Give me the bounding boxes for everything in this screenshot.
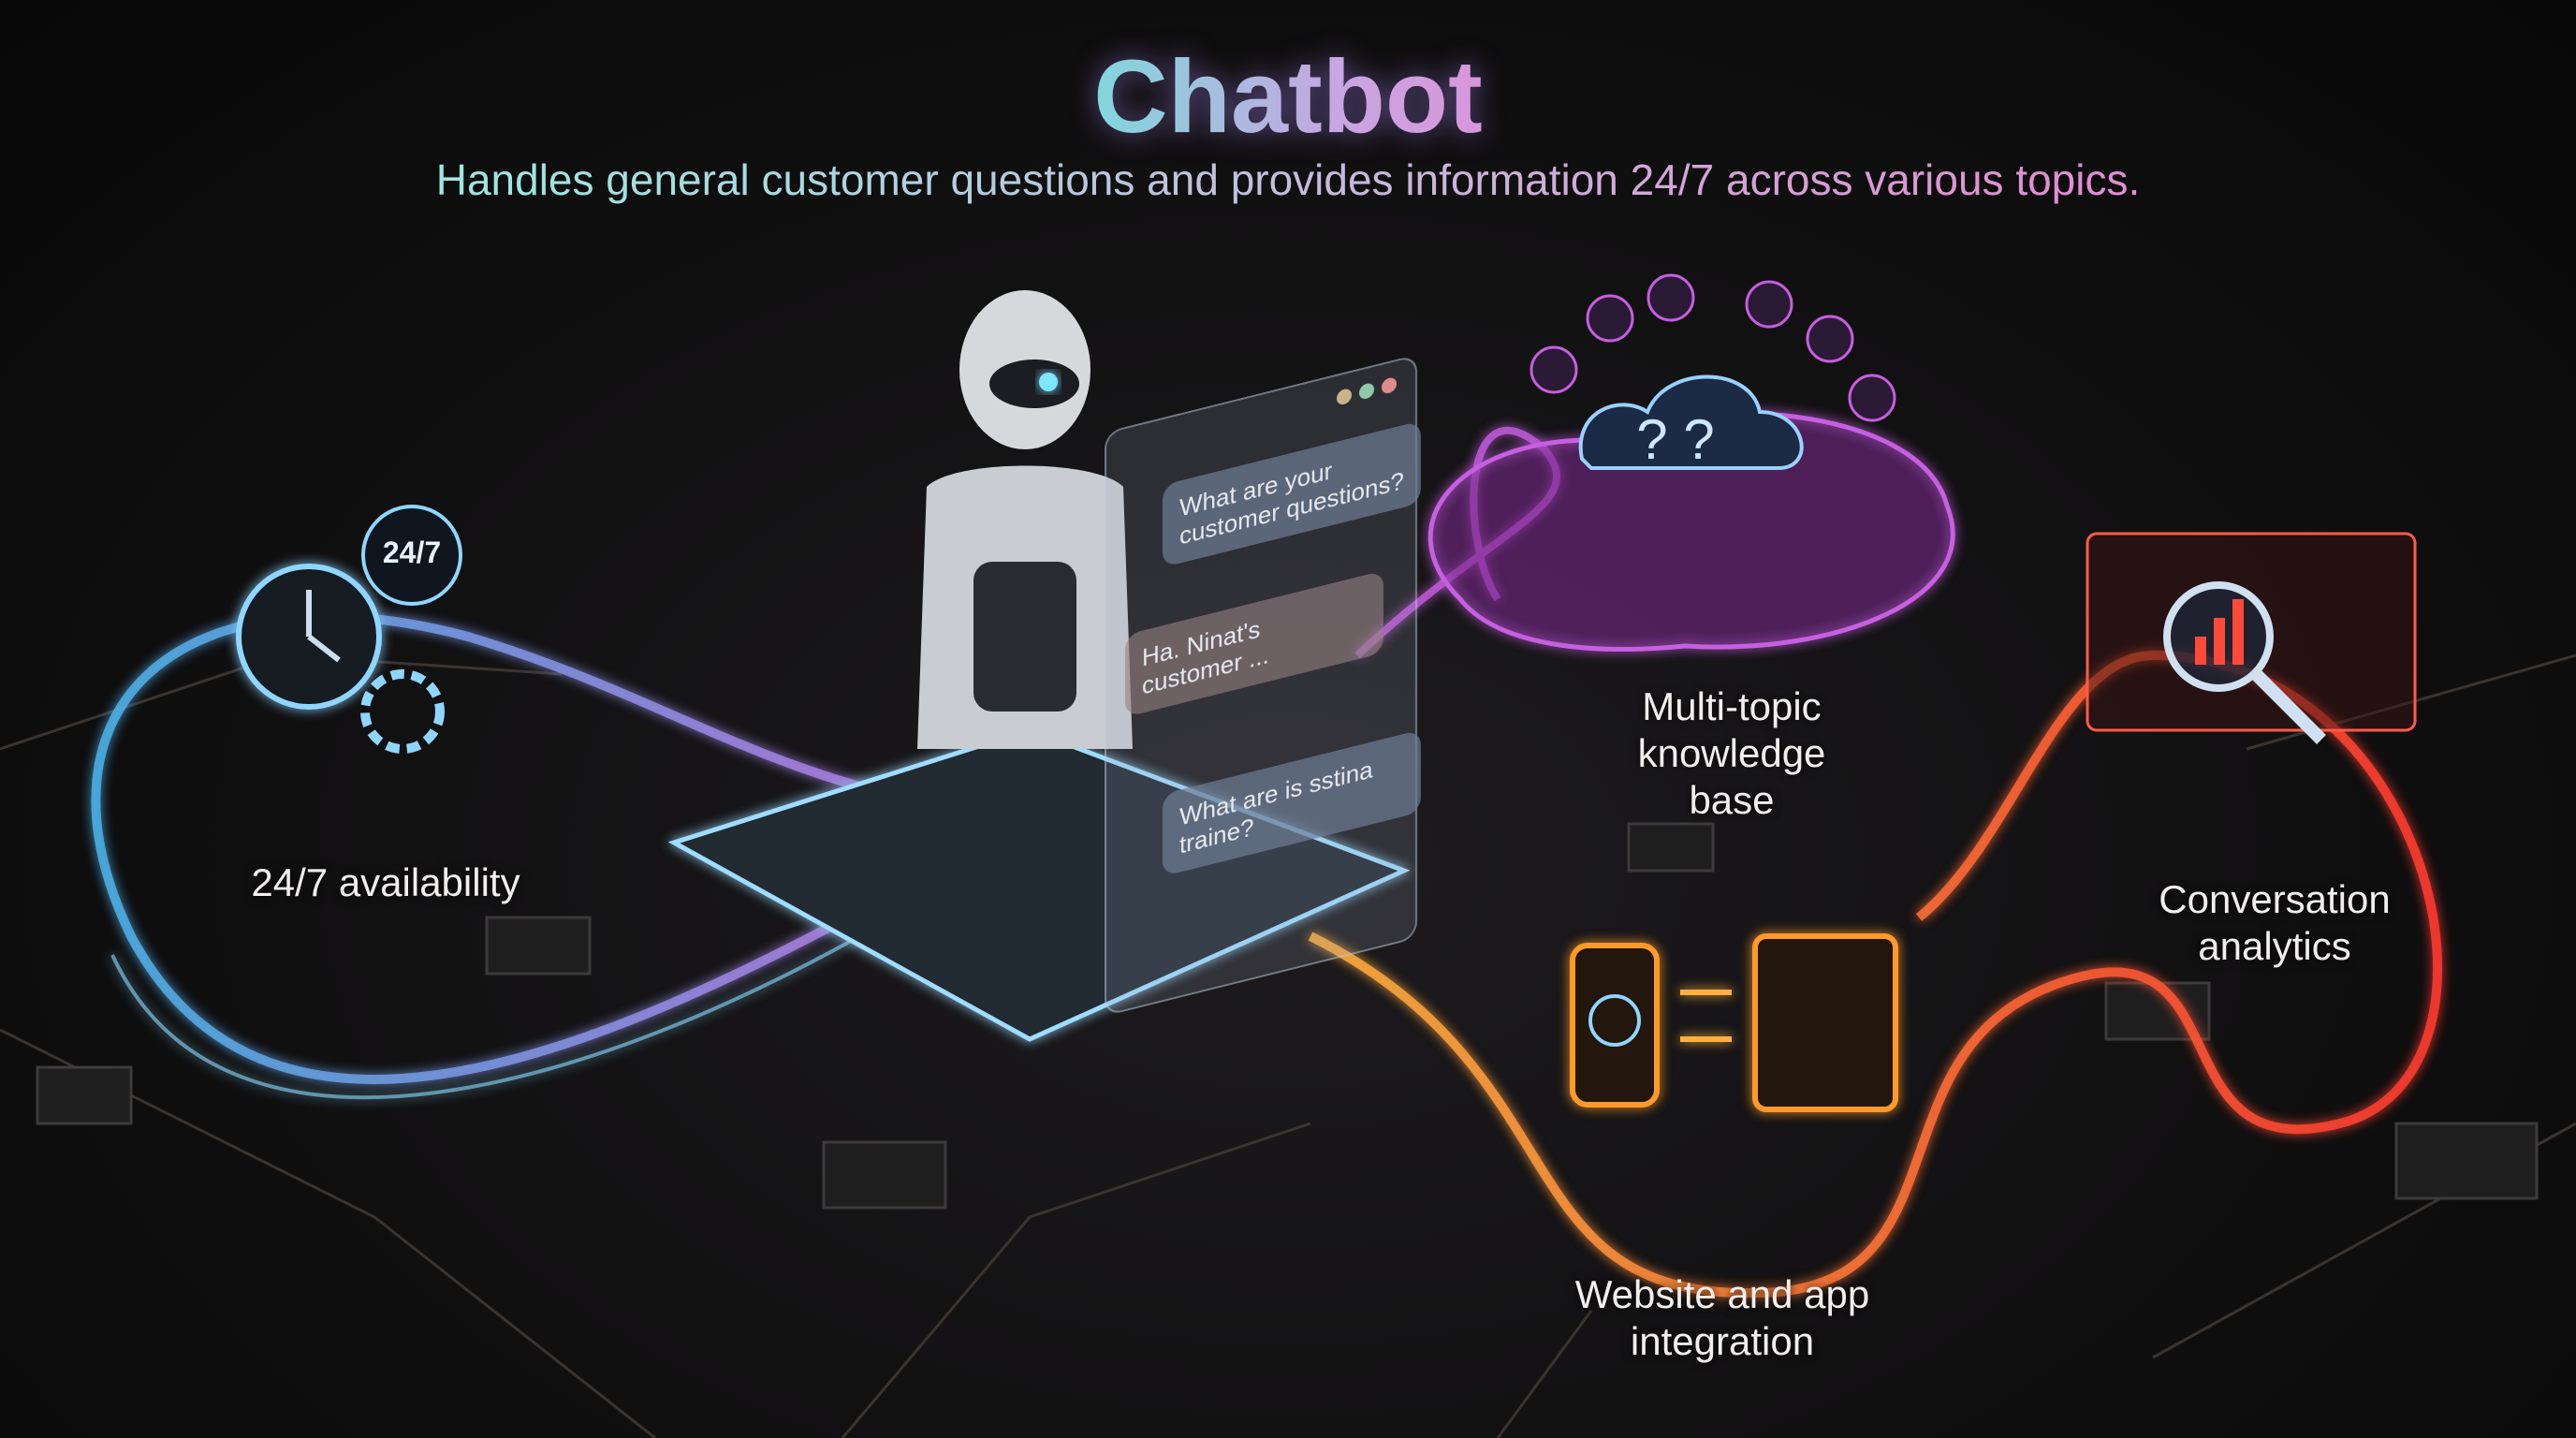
chips	[36, 822, 2539, 1210]
feature-label-knowledge-base: Multi-topic knowledge base	[1637, 684, 1826, 822]
feature-label-analytics: Conversation analytics	[2159, 877, 2391, 968]
chat-window: What are your customer questions? Ha. Ni…	[1105, 354, 1421, 1017]
knowledge-base-cloud: ? ?	[1427, 273, 1955, 652]
window-controls	[1337, 375, 1397, 406]
analytics-magnifier-icon	[2086, 532, 2417, 744]
clock-gears-icon	[236, 505, 462, 754]
feature-label-integration: Website and app integration	[1574, 1272, 1870, 1363]
robot-icon	[917, 290, 1133, 749]
chat-message: What are your customer questions?	[1163, 420, 1421, 568]
badge-24-7: 24/7	[382, 536, 442, 569]
phone-tablet-sync-icon	[1570, 933, 1898, 1112]
svg-text:? ?: ? ?	[1636, 408, 1714, 471]
chat-message: What are is sstina traine?	[1163, 729, 1421, 877]
chat-message: Ha. Ninat's customer ...	[1125, 570, 1383, 718]
page-title: Chatbot	[0, 37, 2576, 156]
feature-label-availability: 24/7 availability	[251, 860, 520, 904]
page-subtitle: Handles general customer questions and p…	[0, 154, 2576, 205]
